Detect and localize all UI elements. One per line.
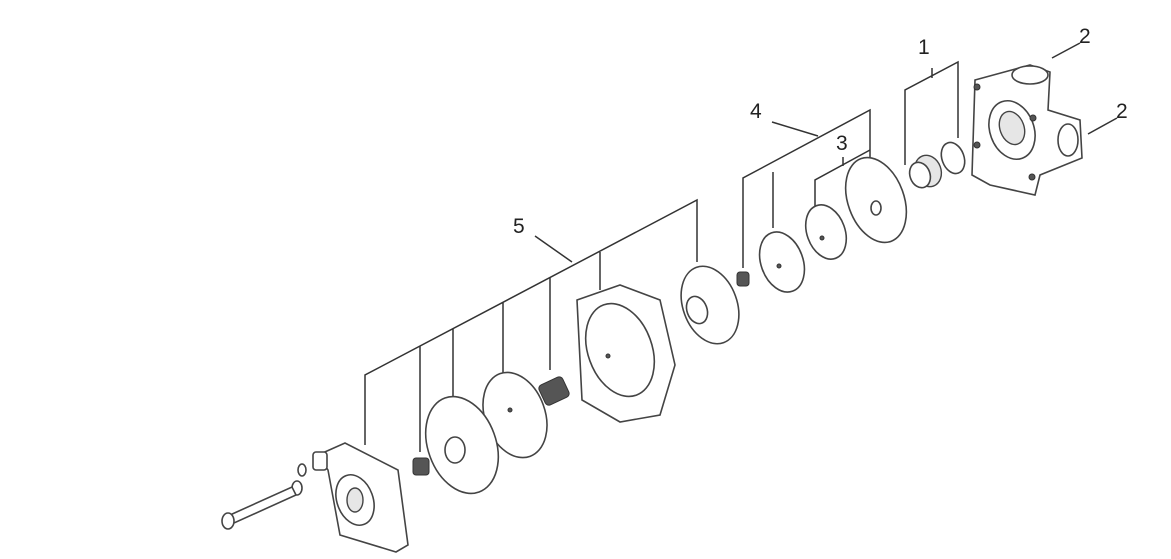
- callout-2b: 2: [1116, 100, 1128, 123]
- callout-2a: 2: [1079, 25, 1091, 48]
- leader-lines: [364, 42, 1118, 452]
- diaphragm-set-5: [412, 265, 740, 495]
- callout-5: 5: [513, 215, 525, 238]
- end-cover-and-bolt: [221, 442, 409, 553]
- diaphragm-set-4: [736, 156, 908, 293]
- callout-4: 4: [750, 100, 762, 123]
- seal-kit: [908, 141, 966, 189]
- pump-housing: [971, 64, 1083, 196]
- callout-3: 3: [836, 132, 848, 155]
- callout-1: 1: [918, 36, 930, 59]
